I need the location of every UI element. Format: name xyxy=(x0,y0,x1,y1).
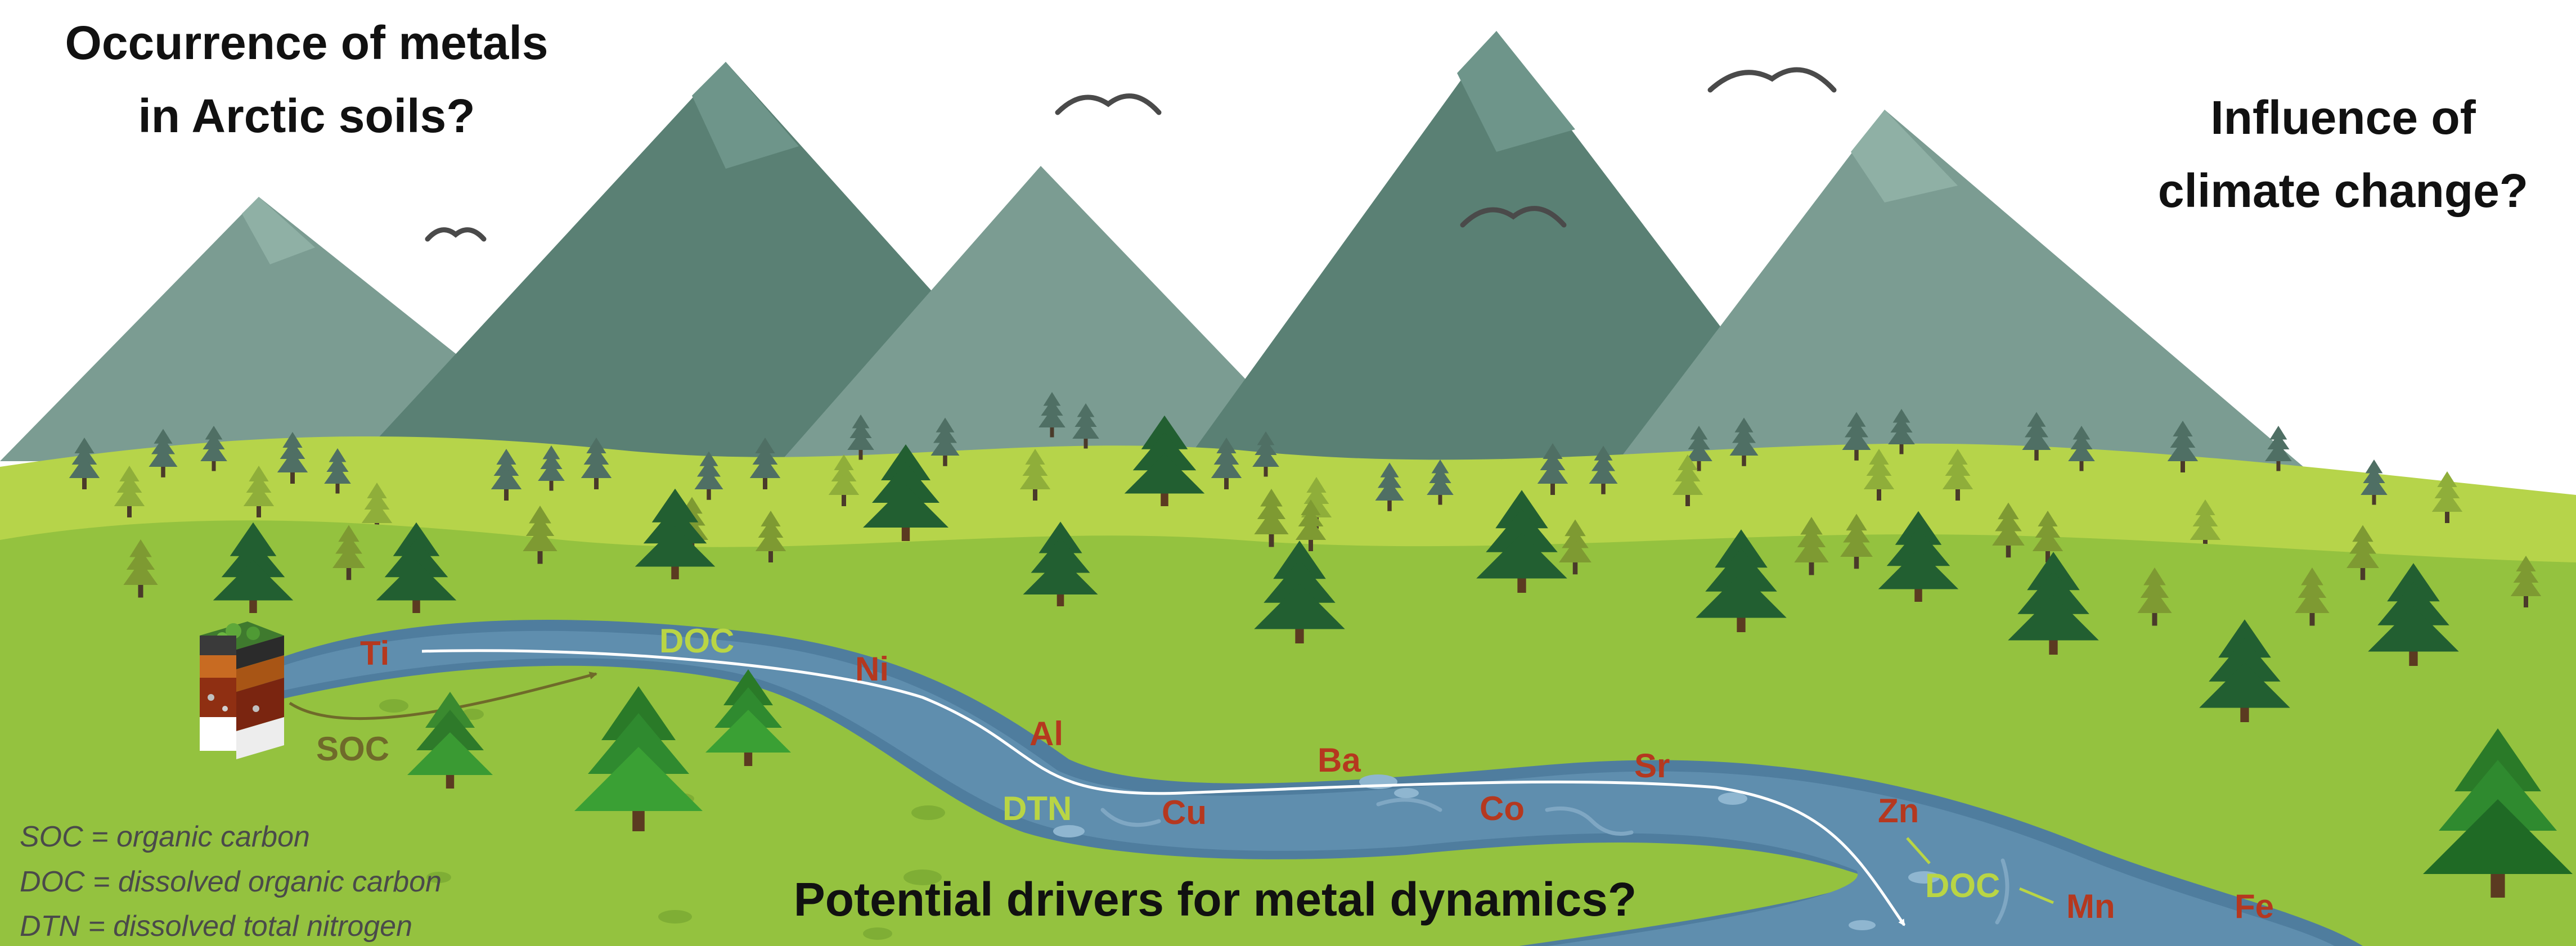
soc-to-doc-arrow xyxy=(289,672,597,720)
metal-ni-label: Ni xyxy=(855,650,889,688)
doc-connectors xyxy=(1906,837,2054,904)
title-top-left-line2: in Arctic soils? xyxy=(138,89,475,142)
metal-zn-label: Zn xyxy=(1878,792,1919,830)
metal-mn-label: Mn xyxy=(2066,888,2115,925)
driver-doc-downstream-label: DOC xyxy=(1925,867,2000,904)
pine-tree-icon xyxy=(407,692,493,789)
title-bottom-center: Potential drivers for metal dynamics? xyxy=(794,873,1637,926)
river-icon xyxy=(264,620,2363,946)
title-top-right-line2: climate change? xyxy=(2158,164,2528,217)
legend-doc: DOC = dissolved organic carbon xyxy=(20,866,442,898)
pine-tree-icon xyxy=(2423,728,2573,898)
birds xyxy=(425,67,1837,242)
foreground-trees xyxy=(407,669,2573,898)
metal-al-label: Al xyxy=(1029,715,1063,753)
driver-doc-upstream-label: DOC xyxy=(659,622,734,660)
metal-sr-label: Sr xyxy=(1634,747,1670,785)
pine-tree-icon xyxy=(705,669,791,766)
mountain-icon xyxy=(1575,110,2363,517)
title-top-left-line1: Occurrence of metals xyxy=(65,16,548,69)
bird-icon xyxy=(1460,206,1567,228)
flow-arrow-icon xyxy=(421,649,1906,926)
metal-cu-label: Cu xyxy=(1162,794,1207,831)
driver-labels: SOC DOC DTN DOC xyxy=(316,622,2000,904)
mountains xyxy=(0,31,2363,517)
metal-co-label: Co xyxy=(1480,790,1525,827)
metal-labels: Ti Ni Al Cu Ba Co Sr Zn Mn Fe xyxy=(360,634,2274,925)
driver-dtn-label: DTN xyxy=(1002,790,1072,827)
metal-ti-label: Ti xyxy=(360,634,389,672)
bird-icon xyxy=(1707,67,1837,93)
metal-ba-label: Ba xyxy=(1318,741,1361,779)
metal-fe-label: Fe xyxy=(2235,888,2274,925)
bird-icon xyxy=(1055,93,1162,115)
title-top-right-line1: Influence of xyxy=(2210,91,2476,144)
abbreviation-legend: SOC = organic carbon DOC = dissolved org… xyxy=(20,821,442,943)
driver-soc-label: SOC xyxy=(316,730,389,768)
pine-tree-icon xyxy=(574,686,703,831)
legend-dtn: DTN = dissolved total nitrogen xyxy=(20,910,412,943)
soil-core-icon xyxy=(200,621,284,759)
legend-soc: SOC = organic carbon xyxy=(20,821,310,853)
bird-icon xyxy=(425,227,487,242)
